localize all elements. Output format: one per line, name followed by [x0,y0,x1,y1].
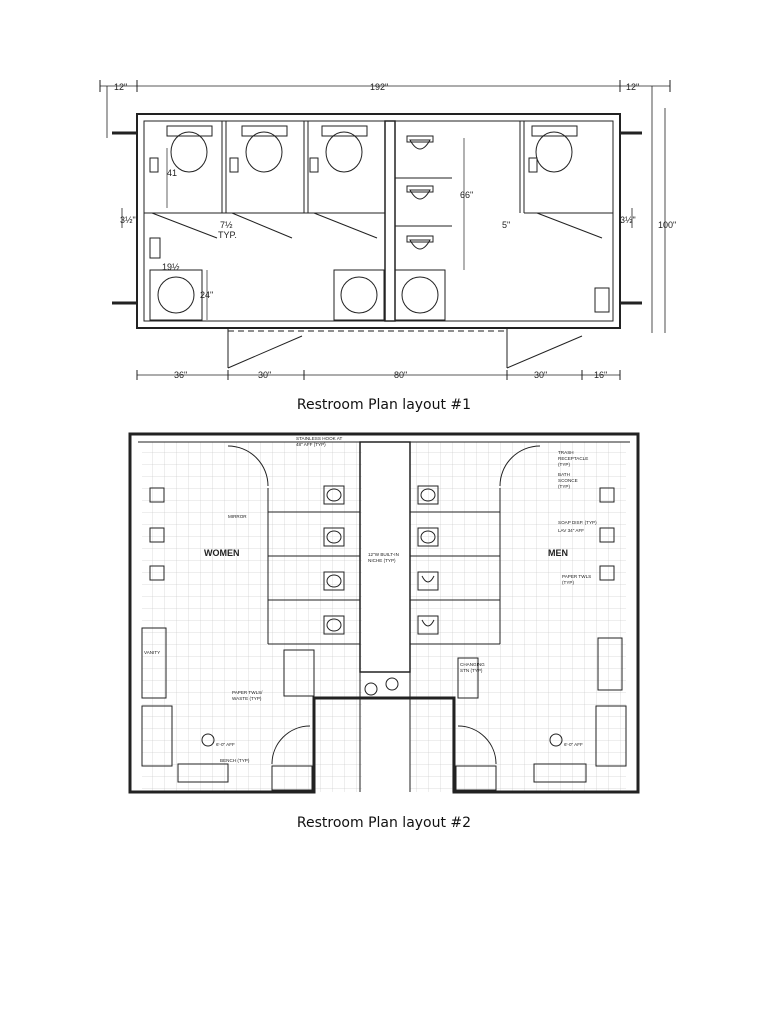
caption-layout-2: Restroom Plan layout #2 [296,815,472,831]
label-bench: BENCH (TYP) [220,758,250,763]
label-trash-3: (TYP) [558,462,570,467]
label-paper-twls: PAPER TWLS [562,574,591,579]
dim-left-offset: 3½" [120,215,136,225]
dim-right-offset: 3½" [620,215,636,225]
label-paper-waste-2: WASTE (TYP) [232,696,262,701]
dim-typ: TYP. [218,230,237,240]
dim-top-middle: 192" [370,82,388,92]
dim-bottom-2: 30" [258,370,271,380]
restroom-plan-layout-2: WOMEN MEN STAINLESS HOOK AT 48" AFF (TYP… [128,432,640,794]
dim-stall-41: 41 [167,168,177,178]
dim-top-right: 12" [626,82,639,92]
label-changing: CHANGING [460,662,485,667]
dim-bottom-4: 30" [534,370,547,380]
label-aff-right: 6'-0" AFF [564,742,583,747]
label-stainless-hook-2: 48" AFF (TYP) [296,442,326,447]
label-changing-2: STN (TYP) [460,668,483,673]
dim-overall-height: 100" [658,220,676,230]
label-niche: 12"W BUILT-IN [368,552,399,557]
dim-bottom-3: 80" [394,370,407,380]
label-mirror: MIRROR [228,514,247,519]
label-soap: SOAP DISP. (TYP) [558,520,597,525]
dim-bottom-5: 16" [594,370,607,380]
dim-urinal-66: 66" [460,190,473,200]
label-vanity: VANITY [144,650,160,655]
label-niche-2: NICHE (TYP) [368,558,396,563]
label-lav: LAV 34" AFF [558,528,584,533]
room-label-men: MEN [548,548,568,558]
label-stainless-hook: STAINLESS HOOK AT [296,436,342,441]
dim-bottom-1: 36" [174,370,187,380]
label-trash-2: RECEPTACLE [558,456,588,461]
label-bath-2: SCONCE [558,478,578,483]
dim-lav-24: 24" [200,290,213,300]
room-label-women: WOMEN [204,548,240,558]
restroom-plan-layout-1: 12" 192" 12" 100" 3½" 3½" 41 7½ TYP. 19½… [99,80,676,380]
label-trash: TRASH [558,450,574,455]
label-paper-waste: PAPER TWLS/ [232,690,263,695]
label-paper-twls-2: (TYP) [562,580,574,585]
dim-top-left: 12" [114,82,127,92]
label-bath: BATH [558,472,570,477]
dim-urinal-5: 5" [502,220,510,230]
label-bath-3: (TYP) [558,484,570,489]
caption-layout-1: Restroom Plan layout #1 [296,397,472,413]
dim-lav-19: 19½ [162,262,180,272]
label-aff-left: 6'-0" AFF [216,742,235,747]
dim-door-gap: 7½ [220,220,233,230]
